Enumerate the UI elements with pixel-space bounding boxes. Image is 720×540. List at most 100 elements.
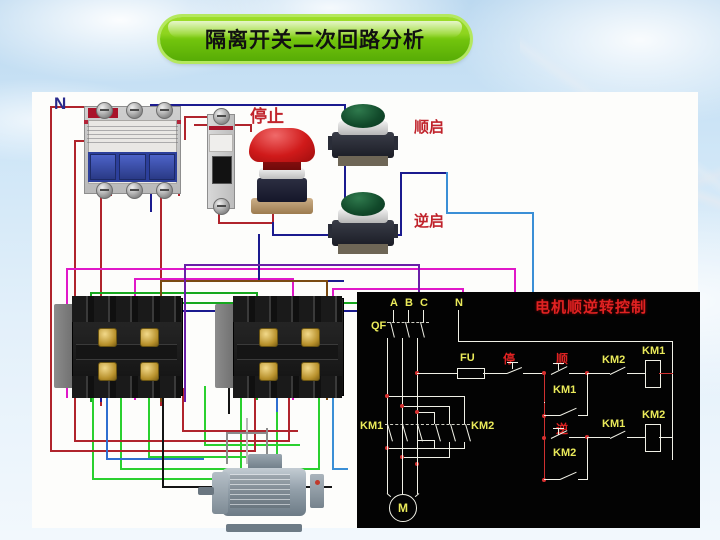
schematic-motor-symbol: M	[389, 494, 417, 522]
schematic-km2-blade	[435, 423, 441, 442]
schematic-crossover	[387, 448, 465, 449]
wire-blue-5	[150, 104, 346, 106]
schematic-crossover	[417, 440, 435, 441]
forward-start-pushbutton[interactable]	[328, 104, 398, 166]
wire-motor-lead-4	[226, 432, 268, 434]
stop-button-collar	[259, 168, 305, 179]
wire-lower-green-9	[276, 392, 278, 458]
breaker-toggles[interactable]	[88, 152, 177, 182]
motor-fan-cover	[310, 474, 324, 508]
schematic-crossover	[402, 457, 450, 458]
schematic-branch	[544, 402, 545, 403]
label-reverse-start: 逆启	[414, 212, 445, 230]
schematic-line	[393, 310, 394, 322]
contactor-top-terminals	[72, 296, 181, 322]
schematic-branch	[578, 415, 588, 416]
button-cap[interactable]	[341, 192, 385, 216]
schematic-motor-label: M	[398, 501, 408, 515]
label-neutral: N	[54, 94, 67, 113]
schematic-label-reverse: 逆	[556, 422, 569, 436]
schematic-label-fu: FU	[460, 352, 475, 364]
schematic-start-actuator	[558, 363, 559, 370]
reverse-start-pushbutton[interactable]	[328, 192, 398, 254]
single-pole-circuit-breaker[interactable]	[207, 108, 235, 215]
schematic-label-interlock-km2: KM2	[602, 354, 626, 366]
wire-lower-blue-1	[106, 388, 108, 460]
button-cap[interactable]	[341, 104, 385, 128]
schematic-qf-blade	[390, 321, 395, 338]
schematic-interlock-blade-km2	[609, 366, 626, 375]
contactor-terminal-screw	[140, 328, 159, 347]
contactor-top-terminals	[233, 296, 342, 322]
schematic-crossover	[402, 406, 450, 407]
wire-lower-blue-4	[332, 388, 334, 470]
wire-red-19	[250, 124, 252, 132]
contactor-bottom-terminals	[72, 376, 181, 398]
three-pole-circuit-breaker[interactable]	[84, 102, 181, 199]
schematic-title: 电机顺逆转控制	[535, 298, 648, 316]
contactor-terminal-screw	[98, 362, 117, 381]
contactor-mid-band	[237, 344, 338, 360]
wire-lower-red-1	[50, 406, 52, 452]
schematic-line	[627, 437, 645, 438]
schematic-label-phase-b: B	[405, 297, 413, 309]
wire-lower-green-1	[92, 382, 94, 480]
schematic-label-interlock-km1: KM1	[602, 418, 626, 430]
contactor-terminal-screw	[98, 328, 117, 347]
three-phase-motor[interactable]	[198, 454, 324, 532]
stop-button-cap[interactable]	[249, 128, 315, 162]
button-body	[332, 132, 394, 158]
schematic-km-tie	[385, 424, 470, 425]
schematic-label-phase-c: C	[420, 297, 428, 309]
schematic-branch	[544, 415, 560, 416]
schematic-qf-tie	[387, 322, 429, 323]
wire-green-2	[90, 292, 258, 294]
schematic-neutral-line	[458, 341, 673, 342]
wire-brown-2	[160, 280, 328, 282]
motor-feet	[226, 524, 302, 532]
schematic-junction	[400, 404, 404, 408]
wire-motor-lead-3	[266, 428, 268, 464]
wire-cyan-3	[532, 212, 534, 310]
wire-lower-green-4	[120, 386, 122, 470]
schematic-label-phase-a: A	[390, 297, 398, 309]
schematic-label-stop: 停	[503, 352, 516, 366]
single-breaker-window	[212, 156, 232, 184]
schematic-junction	[542, 436, 546, 440]
schematic-crossover	[387, 396, 465, 397]
schematic-holding-blade-km2	[559, 471, 577, 480]
schematic-label-coil-km2: KM2	[642, 409, 666, 421]
contactor-terminal-screw	[259, 328, 278, 347]
schematic-line	[588, 437, 610, 438]
schematic-label-qf: QF	[371, 320, 387, 332]
schematic-qf-blade	[420, 321, 425, 338]
wire-lower-green-5	[120, 468, 320, 470]
emergency-stop-button[interactable]	[247, 128, 317, 214]
schematic-crossover	[449, 442, 450, 458]
wire-lower-red-5	[74, 440, 290, 442]
schematic-label-forward: 顺	[556, 352, 569, 366]
motor-end-bell	[212, 472, 228, 514]
stop-button-terminals	[251, 198, 313, 214]
wire-magenta-5	[134, 278, 294, 280]
contactor-km2[interactable]	[215, 296, 344, 398]
wire-lower-red-4	[74, 406, 76, 442]
schematic-coil-km2	[645, 424, 661, 452]
wire-lower-blue-5	[332, 468, 348, 470]
wire-lower-green-6	[318, 392, 320, 470]
schematic-line-red	[659, 373, 673, 374]
motor-frame	[222, 468, 306, 516]
page-title: 隔离开关二次回路分析	[205, 28, 425, 52]
wire-lower-black-3	[228, 388, 230, 414]
page-title-pill: 隔离开关二次回路分析	[160, 17, 470, 61]
schematic-line	[423, 310, 424, 322]
wire-red-14	[184, 116, 220, 118]
wire-cyan-1	[446, 172, 448, 214]
schematic-branch	[544, 479, 560, 480]
contactor-km1[interactable]	[54, 296, 183, 398]
single-breaker-stripe	[209, 126, 233, 130]
single-breaker-terminal-screw	[213, 108, 230, 125]
schematic-line	[408, 310, 409, 322]
wire-red-17	[218, 222, 274, 224]
wire-purple-1	[184, 264, 186, 402]
